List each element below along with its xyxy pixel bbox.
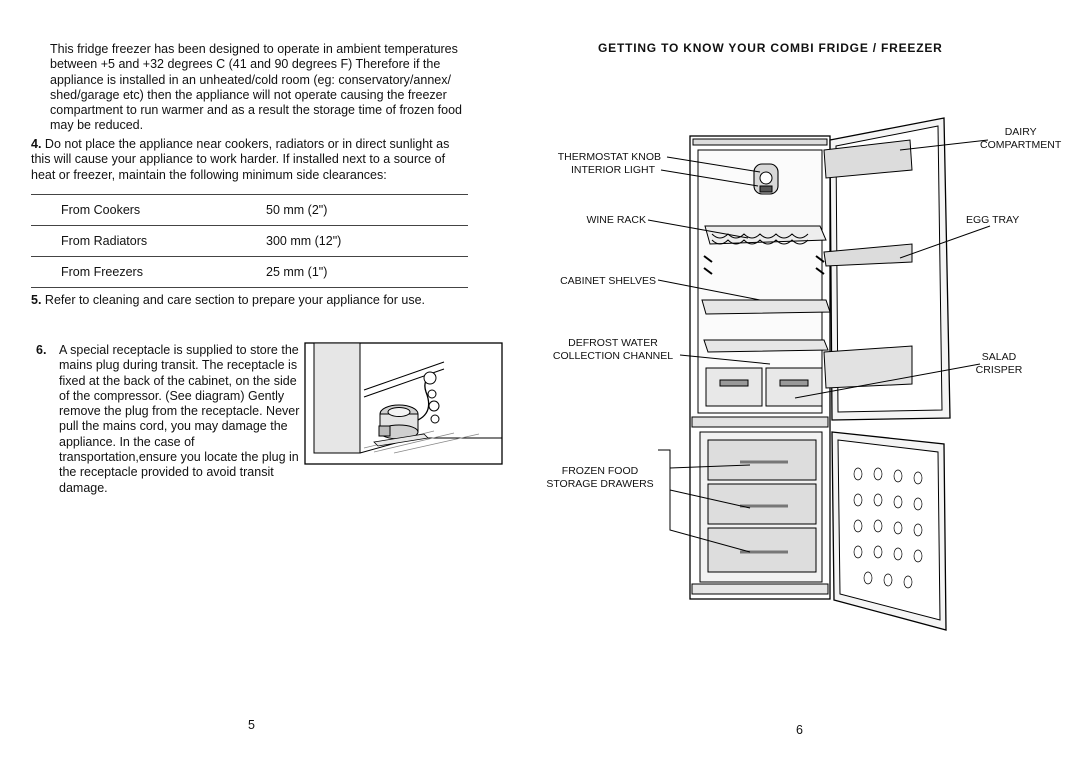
label-defrost-water-channel: DEFROST WATER COLLECTION CHANNEL xyxy=(552,337,674,362)
clearance-distance: 50 mm (2") xyxy=(266,194,468,226)
right-page: GETTING TO KNOW YOUR COMBI FRIDGE / FREE… xyxy=(540,0,1080,764)
clearance-source: From Cookers xyxy=(31,194,266,226)
table-row: From Radiators 300 mm (12") xyxy=(31,225,468,257)
label-egg-tray: EGG TRAY xyxy=(966,214,1020,226)
label-thermostat-knob: THERMOSTAT KNOB xyxy=(557,151,661,163)
clearance-distance: 25 mm (1") xyxy=(266,256,468,288)
label-cabinet-shelves: CABINET SHELVES xyxy=(560,275,656,287)
item-6-text: A special receptacle is supplied to stor… xyxy=(59,343,300,495)
table-row: From Freezers 25 mm (1") xyxy=(31,256,468,288)
compressor-diagram xyxy=(304,342,503,465)
item-6-number: 6. xyxy=(36,343,47,357)
clearance-source: From Freezers xyxy=(31,256,266,288)
intro-paragraph: This fridge freezer has been designed to… xyxy=(50,42,463,133)
item-4-number: 4. xyxy=(31,137,42,151)
item-5-number: 5. xyxy=(31,293,42,307)
item-6-paragraph: 6. A special receptacle is supplied to s… xyxy=(36,343,306,496)
label-wine-rack: WINE RACK xyxy=(586,214,646,226)
clearance-distance: 300 mm (12") xyxy=(266,225,468,257)
item-5-text: Refer to cleaning and care section to pr… xyxy=(44,293,426,307)
left-page: This fridge freezer has been designed to… xyxy=(31,42,503,732)
label-salad-crisper: SALAD CRISPER xyxy=(975,351,1023,376)
page-number-left: 5 xyxy=(248,718,255,732)
label-dairy-compartment: DAIRY COMPARTMENT xyxy=(980,126,1062,151)
clearance-source: From Radiators xyxy=(31,225,266,257)
fridge-freezer-diagram xyxy=(647,117,991,631)
label-frozen-food-drawers: FROZEN FOOD STORAGE DRAWERS xyxy=(546,465,654,490)
item-4-text: Do not place the appliance near cookers,… xyxy=(31,137,450,182)
clearance-table: From Cookers 50 mm (2") From Radiators 3… xyxy=(31,194,468,288)
page-heading: GETTING TO KNOW YOUR COMBI FRIDGE / FREE… xyxy=(598,41,943,55)
item-5-paragraph: 5. Refer to cleaning and care section to… xyxy=(31,293,471,308)
item-4-paragraph: 4. Do not place the appliance near cooke… xyxy=(31,137,471,183)
table-row: From Cookers 50 mm (2") xyxy=(31,194,468,226)
page-number-right: 6 xyxy=(796,723,803,737)
label-interior-light: INTERIOR LIGHT xyxy=(570,164,655,176)
